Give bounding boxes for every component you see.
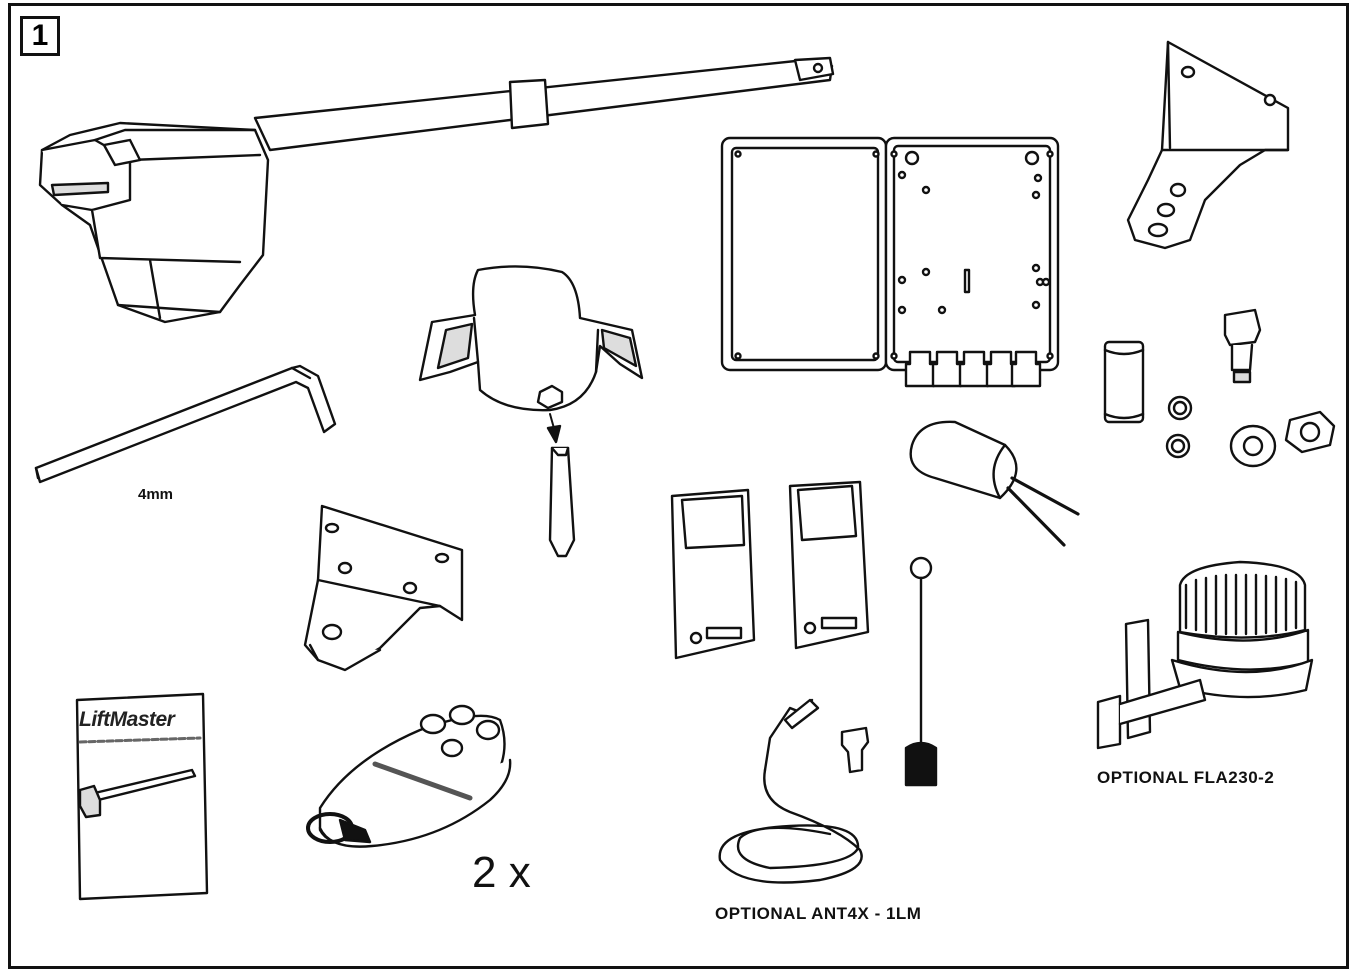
mounting-bracket-lower bbox=[303, 504, 464, 672]
gate-operator-motor bbox=[38, 56, 835, 324]
cable-glands bbox=[904, 350, 1042, 388]
release-cap bbox=[418, 265, 644, 558]
receiver-right bbox=[788, 480, 870, 650]
flashlight-option-label: OPTIONAL FLA230-2 bbox=[1097, 768, 1275, 787]
figure-frame bbox=[8, 3, 1349, 969]
flashing-light bbox=[1096, 560, 1314, 750]
receiver-left bbox=[670, 488, 756, 660]
mounting-bracket-upper bbox=[1126, 40, 1290, 250]
antenna-option-label: OPTIONAL ANT4X - 1LM bbox=[715, 904, 922, 923]
instruction-manual bbox=[75, 692, 209, 901]
remote-quantity-label: 2 x bbox=[472, 848, 531, 897]
antenna bbox=[840, 556, 938, 787]
manual-brand-logo: LiftMaster bbox=[79, 708, 175, 731]
capacitor bbox=[909, 420, 1080, 547]
hardware-kit bbox=[1103, 308, 1336, 468]
hex-key bbox=[34, 364, 337, 484]
control-box bbox=[720, 136, 1060, 372]
hex-key-label: 4mm bbox=[138, 486, 174, 503]
antenna-cable bbox=[718, 698, 863, 884]
remote-transmitter bbox=[306, 704, 512, 848]
figure-number: 1 bbox=[20, 16, 60, 56]
